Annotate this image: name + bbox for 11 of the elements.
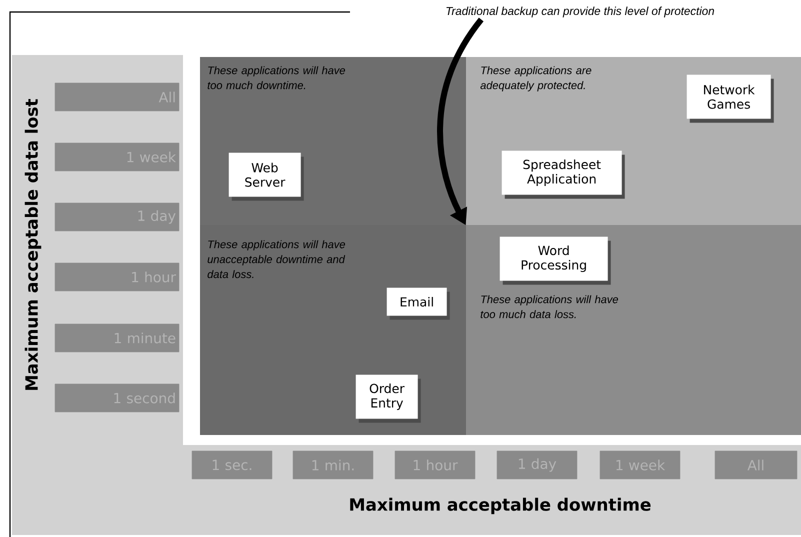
application-box: Order Entry (356, 374, 421, 423)
axis-title: Maximum acceptable data lost (24, 98, 42, 390)
application-box: Word Processing (500, 236, 611, 285)
node-label: These applications will have too much downtime. (208, 66, 346, 90)
node-label: These applications will have unacceptable downtime and data loss. (208, 240, 346, 278)
annotation-text: Traditional backup can provide this level of protection (443, 4, 717, 20)
application-box: Spreadsheet Application (502, 150, 625, 199)
axis-title: Maximum acceptable downtime (350, 498, 651, 514)
application-box: Web Server (228, 152, 304, 201)
application-box: Network Games (686, 74, 774, 123)
application-box: Email (386, 288, 450, 320)
